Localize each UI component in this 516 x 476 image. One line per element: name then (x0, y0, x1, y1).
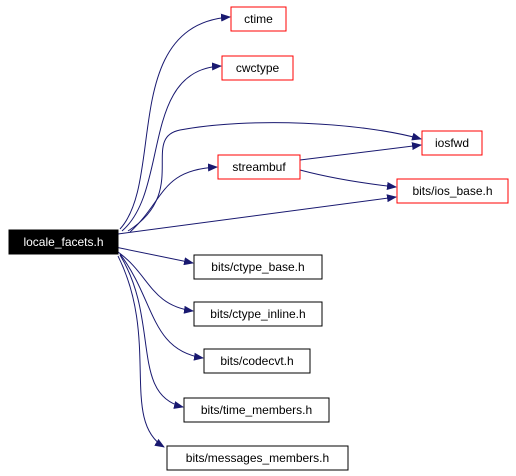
node-ios-base[interactable]: bits/ios_base.h (396, 178, 509, 204)
node-label: streambuf (232, 160, 286, 174)
node-messages-members[interactable]: bits/messages_members.h (166, 445, 349, 471)
node-cwctype[interactable]: cwctype (221, 55, 294, 81)
node-streambuf[interactable]: streambuf (217, 154, 301, 180)
node-codecvt[interactable]: bits/codecvt.h (203, 348, 311, 374)
edge-locale-to-streambuf (129, 163, 218, 233)
node-ctime[interactable]: ctime (230, 6, 287, 32)
node-label: bits/ctype_inline.h (210, 307, 305, 321)
edge-locale-to-cwctype (121, 62, 222, 232)
edge-locale-to-ios-base (117, 194, 397, 235)
node-iosfwd[interactable]: iosfwd (421, 130, 483, 156)
node-label: bits/codecvt.h (220, 354, 293, 368)
node-time-members[interactable]: bits/time_members.h (183, 397, 330, 423)
edge-streambuf-to-ios-base (299, 169, 397, 190)
node-label: bits/time_members.h (201, 403, 312, 417)
edge-locale-to-ctype-inline (117, 251, 194, 314)
node-ctype-base[interactable]: bits/ctype_base.h (193, 254, 323, 280)
edge-locale-to-codecvt (119, 253, 204, 361)
edge-locale-to-iosfwd (127, 122, 422, 232)
edge-locale-to-ctype-base (114, 246, 194, 266)
node-label: cwctype (236, 61, 280, 75)
node-label: bits/ios_base.h (412, 184, 492, 198)
node-label: ctime (244, 12, 273, 26)
node-ctype-inline[interactable]: bits/ctype_inline.h (193, 301, 323, 327)
edge-streambuf-to-iosfwd (299, 142, 422, 161)
edge-locale-to-ctime (119, 13, 231, 230)
edge-locale-to-messages-members (117, 255, 165, 448)
node-locale-facets[interactable]: locale_facets.h (8, 229, 119, 255)
edge-locale-to-time-members (119, 254, 184, 409)
node-label: iosfwd (435, 136, 469, 150)
node-label: locale_facets.h (23, 235, 103, 249)
node-label: bits/messages_members.h (186, 451, 329, 465)
node-label: bits/ctype_base.h (211, 260, 304, 274)
